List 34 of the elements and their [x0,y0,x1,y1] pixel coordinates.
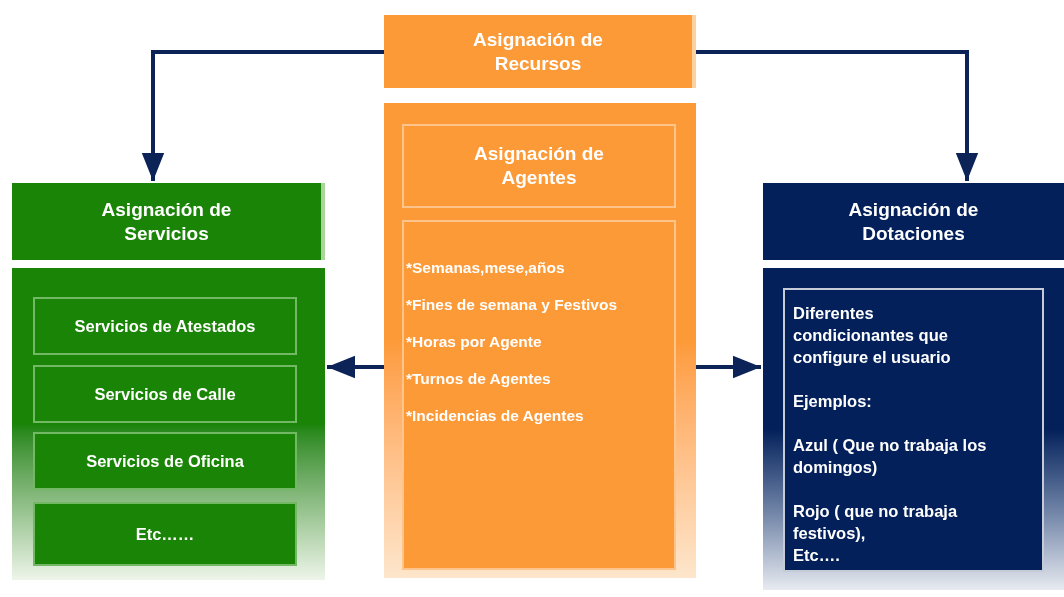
list-box [402,220,676,570]
node-label: Etc…… [135,523,195,545]
list-item-text: *Horas por Agente [406,334,543,350]
header-box [763,183,1064,260]
arrow [141,50,384,181]
list-item-text: *Semanas,mese,años [406,260,566,276]
node-label: Servicios de Calle [94,383,236,405]
node-label: Asignación de Agentes [473,142,605,190]
description-text: Diferentes condicionantes que configure el usuario [793,303,952,368]
arrow [327,355,384,379]
description-text: Azul ( Que no trabaja los domingos) [793,435,988,478]
list-item-text: *Incidencias de Agentes [406,408,585,424]
node-label: Asignación de Dotaciones [847,197,980,246]
header-box [384,15,696,88]
panel-background [12,268,325,580]
service-box [33,365,297,423]
text-panel [763,268,1064,590]
arrow [696,355,761,379]
node-label: Servicios de Atestados [74,315,256,337]
description-text: Ejemplos: [793,391,873,412]
node-label: Servicios de Oficina [86,450,244,472]
description-text: Rojo ( que no trabaja festivos), [793,501,959,544]
node-label: Asignación de Servicios [100,197,233,246]
service-box [33,297,297,355]
list-item-text: *Turnos de Agentes [406,371,552,387]
header-box [402,124,676,208]
node-label: Asignación de Recursos [472,27,604,76]
service-box [33,432,297,490]
header-box [12,183,325,260]
description-text: Etc…. [793,545,841,566]
service-box [33,502,297,566]
list-item-text: *Fines de semana y Festivos [406,297,619,313]
panel-background [384,103,696,578]
arrow [696,50,979,181]
